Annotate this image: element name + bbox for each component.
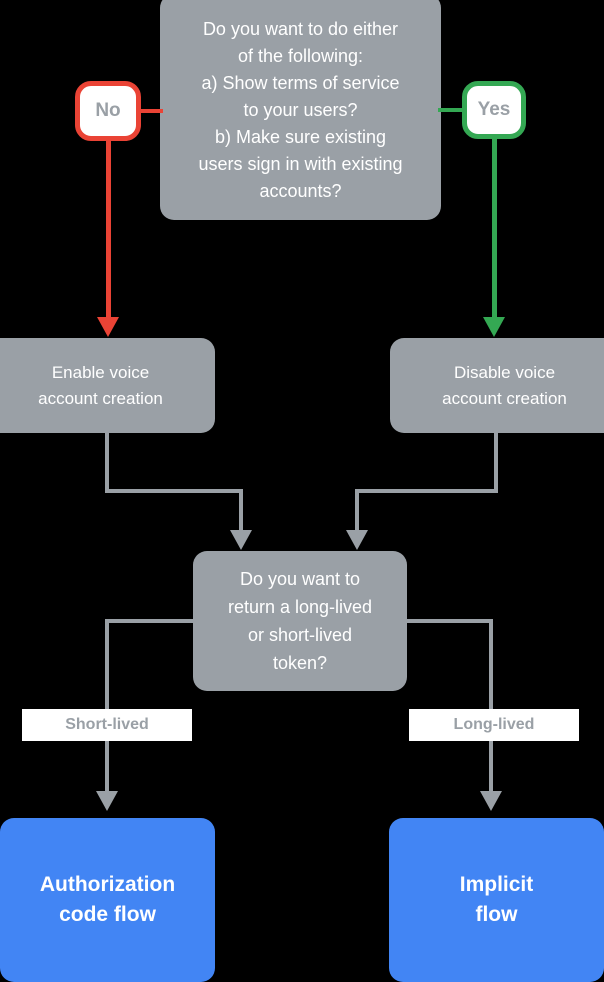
connector-token-left: [105, 619, 197, 623]
decision-token-line-2: return a long-lived: [227, 597, 373, 617]
connector-enable-right: [105, 489, 243, 493]
connector-enable-token-arrow: [230, 530, 252, 550]
connector-no-to-enable-arrow: [97, 317, 119, 337]
answer-pill-no-label: No: [95, 100, 121, 121]
connector-disable-token-arrow: [346, 530, 368, 550]
decision-top-text: Do you want to do either of the followin…: [198, 16, 402, 205]
edge-label-short-lived: Short-lived: [22, 709, 192, 741]
decision-top-line-7: accounts?: [259, 180, 342, 201]
answer-pill-yes[interactable]: Yes: [462, 81, 526, 139]
disable-box-line-1: Disable voice: [453, 362, 556, 382]
decision-token-text: Do you want to return a long-lived or sh…: [228, 565, 372, 677]
connector-yes-to-disable-arrow: [483, 317, 505, 337]
decision-top-line-2: of the following:: [237, 45, 364, 66]
answer-pill-yes-label: Yes: [477, 99, 511, 120]
answer-pill-no[interactable]: No: [75, 81, 141, 141]
node-disable-voice-account-creation: Disable voice account creation: [390, 338, 604, 433]
decision-node-terms-of-service: Do you want to do either of the followin…: [160, 0, 441, 220]
implicit-box-text: Implicit flow: [460, 870, 534, 930]
decision-node-token-lifetime: Do you want to return a long-lived or sh…: [193, 551, 407, 691]
disable-box-text: Disable voice account creation: [442, 360, 567, 412]
enable-box-text: Enable voice account creation: [38, 360, 163, 412]
authorization-box-text: Authorization code flow: [40, 870, 175, 930]
connector-short-lived-down: [105, 619, 109, 794]
connector-enable-down: [105, 432, 109, 492]
connector-token-right: [403, 619, 493, 623]
connector-disable-into-token: [355, 489, 359, 533]
connector-long-lived-arrow: [480, 791, 502, 811]
decision-top-line-6: users sign in with existing: [198, 153, 403, 174]
implicit-box-line-2: flow: [475, 903, 518, 926]
decision-token-line-4: token?: [272, 653, 328, 673]
connector-short-lived-arrow: [96, 791, 118, 811]
enable-box-line-1: Enable voice: [51, 362, 150, 382]
connector-decision-to-yes: [438, 108, 464, 112]
decision-top-line-5: b) Make sure existing: [214, 126, 387, 147]
connector-decision-to-no: [141, 109, 163, 113]
decision-top-line-1: Do you want to do either: [202, 18, 399, 39]
connector-no-to-enable-line: [106, 140, 111, 320]
edge-label-long-lived: Long-lived: [409, 709, 579, 741]
node-implicit-flow: Implicit flow: [389, 818, 604, 982]
edge-label-short-lived-text: Short-lived: [65, 716, 149, 733]
connector-disable-left: [355, 489, 498, 493]
decision-token-line-1: Do you want to: [239, 569, 361, 589]
authorization-box-line-2: code flow: [59, 903, 156, 926]
enable-box-line-2: account creation: [38, 388, 163, 408]
authorization-box-line-1: Authorization: [39, 873, 176, 896]
decision-token-line-3: or short-lived: [247, 625, 353, 645]
node-enable-voice-account-creation: Enable voice account creation: [0, 338, 215, 433]
node-authorization-code-flow: Authorization code flow: [0, 818, 215, 982]
connector-yes-to-disable-line: [492, 138, 497, 320]
decision-top-line-3: a) Show terms of service: [201, 72, 400, 93]
connector-disable-down: [494, 432, 498, 492]
connector-long-lived-down: [489, 619, 493, 794]
disable-box-line-2: account creation: [442, 388, 567, 408]
edge-label-long-lived-text: Long-lived: [453, 716, 535, 733]
implicit-box-line-1: Implicit: [459, 873, 534, 896]
decision-top-line-4: to your users?: [243, 99, 358, 120]
connector-enable-into-token: [239, 489, 243, 533]
